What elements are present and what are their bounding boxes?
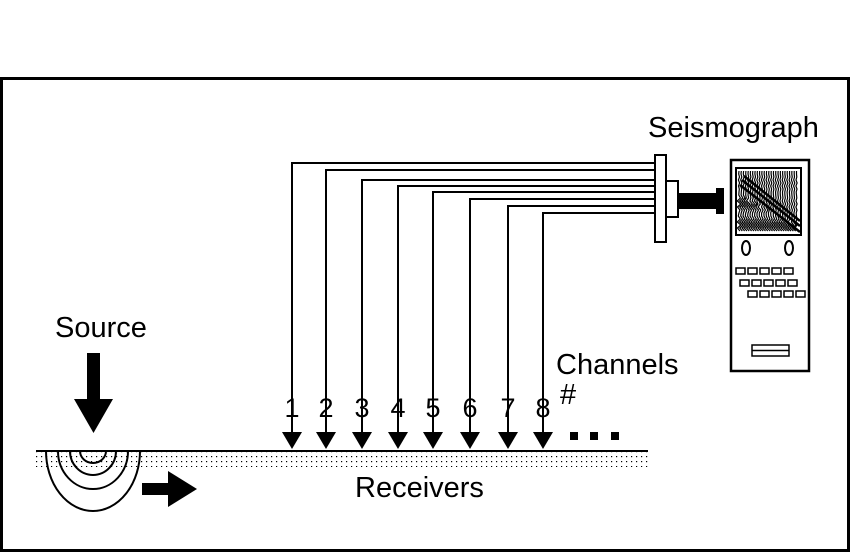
- receiver-arrow-3: [352, 432, 372, 449]
- receiver-arrow-2: [316, 432, 336, 449]
- screen-trace: [768, 170, 774, 232]
- keypad-key: [735, 267, 746, 275]
- keypad-key: [795, 290, 806, 298]
- screen-trace: [736, 170, 742, 232]
- keypad-key: [739, 279, 750, 287]
- ellipsis-marks: [570, 432, 619, 440]
- seismograph-keypad: [735, 267, 806, 298]
- receiver-arrow-8: [533, 432, 553, 449]
- channel-number-1: 1: [284, 393, 299, 423]
- keypad-key: [775, 279, 786, 287]
- right-knob-icon: [784, 240, 794, 256]
- cable-7: [507, 205, 655, 435]
- ground: [36, 450, 648, 467]
- seismograph-label: Seismograph: [648, 112, 819, 144]
- connector-cable: [678, 193, 718, 209]
- propagation-arrow: [142, 471, 197, 507]
- channel-number-7: 7: [500, 393, 515, 423]
- keypad-key: [747, 290, 758, 298]
- left-knob-icon: [741, 240, 751, 256]
- connector-jack: [716, 188, 724, 214]
- cable-1: [291, 162, 655, 435]
- connector: [654, 154, 724, 243]
- receiver-arrow-4: [388, 432, 408, 449]
- wavefront-2: [69, 450, 117, 476]
- cables: [291, 162, 655, 435]
- screen-trace: [743, 170, 749, 232]
- screen-trace: [764, 170, 770, 232]
- keypad-key: [771, 290, 782, 298]
- source-arrow: [74, 353, 113, 433]
- keypad-key: [787, 279, 798, 287]
- channel-number-3: 3: [354, 393, 369, 423]
- receiver-arrow-5: [423, 432, 443, 449]
- screen-trace: [761, 170, 768, 232]
- keypad-key: [747, 267, 758, 275]
- keypad-key: [783, 267, 794, 275]
- receiver-arrows: [282, 432, 553, 449]
- channel-number-5: 5: [425, 393, 440, 423]
- wavefronts: [45, 450, 141, 512]
- receiver-arrow-7: [498, 432, 518, 449]
- receivers-label: Receivers: [355, 472, 484, 504]
- receiver-arrow-1: [282, 432, 302, 449]
- keypad-key: [783, 290, 794, 298]
- connector-plate: [654, 154, 667, 243]
- screen-trace: [770, 170, 777, 232]
- connector-plug: [665, 180, 679, 218]
- cable-8: [542, 212, 655, 435]
- channel-number-4: 4: [390, 393, 405, 423]
- screen-trace: [752, 170, 758, 232]
- screen-trace: [754, 170, 761, 232]
- wavefront-4: [45, 450, 141, 512]
- keypad-key: [759, 267, 770, 275]
- cable-6: [469, 198, 655, 435]
- keypad-key: [771, 267, 782, 275]
- channel-number-6: 6: [462, 393, 477, 423]
- cable-5: [432, 191, 655, 435]
- screen-trace: [780, 170, 786, 232]
- screen-trace: [775, 170, 781, 232]
- screen-trace: [789, 170, 795, 232]
- cable-3: [361, 179, 655, 435]
- screen-trace: [745, 170, 751, 232]
- channels-label: Channels: [556, 349, 679, 381]
- diagram-frame: [0, 77, 850, 552]
- channel-number-8: 8: [535, 393, 550, 423]
- wavefront-1: [79, 450, 107, 464]
- keypad-key: [759, 290, 770, 298]
- keypad-key: [763, 279, 774, 287]
- source-label: Source: [55, 312, 147, 344]
- screen-trace: [738, 170, 745, 232]
- screen-trace: [750, 170, 756, 232]
- screen-trace: [777, 170, 784, 232]
- keypad-key: [751, 279, 762, 287]
- channel-number-2: 2: [318, 393, 333, 423]
- screen-trace: [793, 171, 799, 232]
- channel-symbol: #: [560, 379, 576, 411]
- screen-trace: [786, 170, 793, 232]
- receiver-arrow-6: [460, 432, 480, 449]
- seismograph: [729, 158, 811, 373]
- screen-first-break: [739, 175, 801, 233]
- seismograph-traces: [736, 170, 801, 233]
- cable-4: [397, 185, 655, 435]
- cable-2: [325, 169, 655, 435]
- ground-texture: [36, 451, 648, 467]
- wavefront-3: [57, 450, 129, 490]
